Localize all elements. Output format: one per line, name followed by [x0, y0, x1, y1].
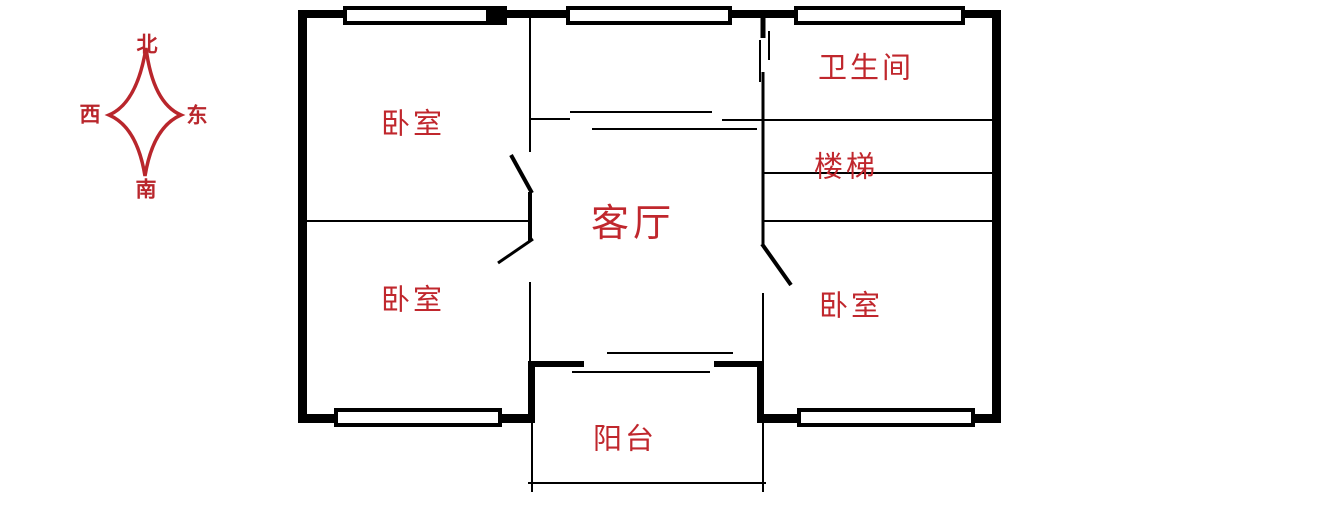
compass-label-south: 南: [135, 177, 157, 202]
balcony-wall: [757, 361, 764, 423]
interior-wall-west: [300, 16, 757, 362]
compass-label-east: 东: [186, 103, 208, 128]
window-north-middle: [566, 6, 732, 25]
wall-east: [992, 10, 1001, 423]
balcony-structure: [528, 352, 766, 492]
window-south-left: [334, 408, 502, 427]
wall-west: [298, 10, 307, 423]
compass-label-north: 北: [136, 32, 158, 57]
window-south-right: [797, 408, 975, 427]
room-label-stairs: 楼梯: [813, 151, 879, 184]
door-leaf-bedroom-northwest: [509, 154, 534, 194]
room-label-bathroom: 卫生间: [817, 52, 915, 85]
windows: [334, 6, 975, 427]
window-north-left-cap: [486, 6, 507, 25]
door-leaf-bedroom-southwest: [497, 237, 534, 265]
balcony-wall: [714, 361, 764, 367]
compass-label-west: 西: [79, 102, 101, 127]
room-label-living-room: 客厅: [590, 203, 676, 245]
window-north-left: [343, 6, 507, 25]
room-label-bedroom-northwest: 卧室: [380, 108, 446, 141]
interior-wall-east: [722, 16, 996, 362]
compass-rose-icon: [104, 47, 186, 177]
window-north-right: [794, 6, 965, 25]
room-label-balcony: 阳台: [592, 423, 658, 456]
balcony-wall: [528, 361, 535, 423]
room-label-bedroom-southwest: 卧室: [380, 284, 446, 317]
room-label-bedroom-southeast: 卧室: [818, 290, 884, 323]
balcony-wall: [528, 361, 584, 367]
door-leaf-bedroom-southeast: [760, 242, 793, 287]
